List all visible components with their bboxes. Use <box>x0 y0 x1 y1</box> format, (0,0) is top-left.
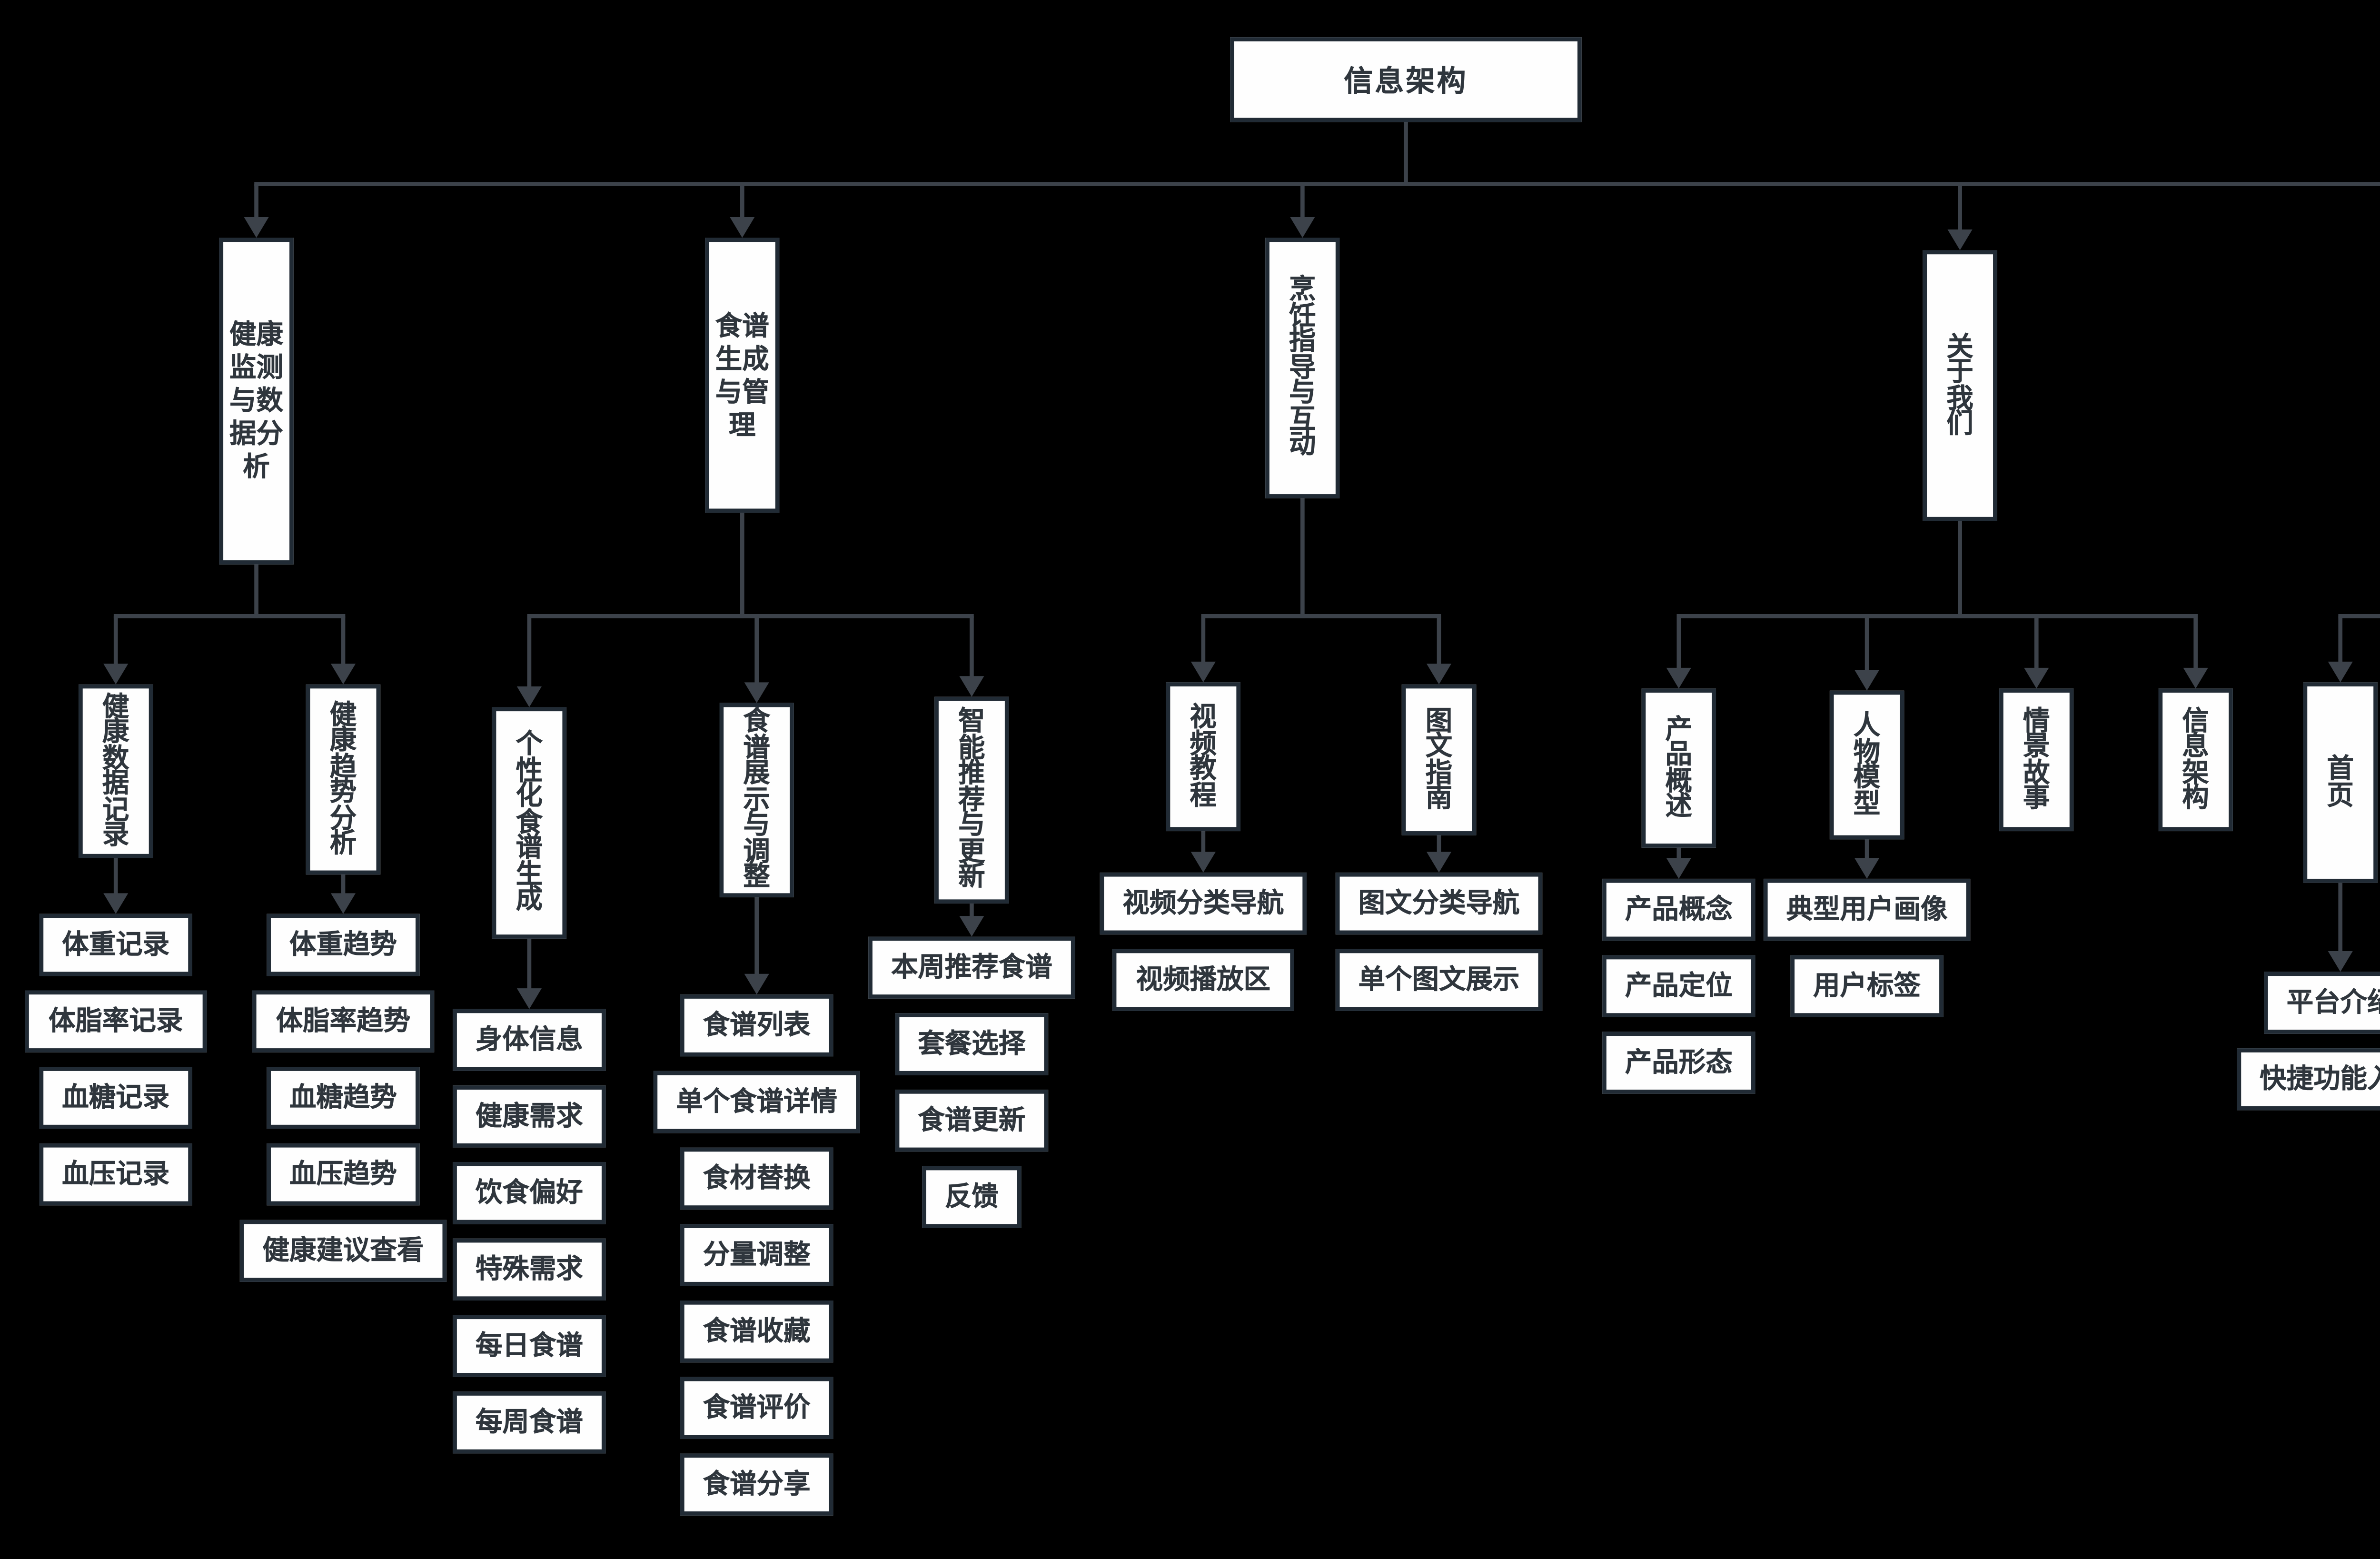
leaf-column: 典型用户画像 用户标签 <box>1702 878 2033 1017</box>
subnode-product-overview: 产品概述 <box>1641 688 1716 848</box>
subnode-health-data-record: 健康数据记录 <box>79 684 153 858</box>
branch-label: 烹饪指导与互动 <box>1289 273 1316 460</box>
subnode-label: 健康趋势分析 <box>329 697 357 858</box>
subnode-label: 健康数据记录 <box>102 689 129 850</box>
leaf-column: 体重趋势 体脂率趋势 血糖趋势 血压趋势 健康建议查看 <box>178 914 509 1282</box>
subnode-label: 视频教程 <box>1190 701 1217 810</box>
subnode-label: 食谱展示与调整 <box>743 705 770 892</box>
leaf-node: 体脂率记录 <box>26 990 206 1053</box>
leaf-node: 体重记录 <box>39 914 192 976</box>
leaf-node: 反馈 <box>922 1166 1021 1228</box>
leaf-node: 血压趋势 <box>267 1143 420 1206</box>
leaf-node: 体重趋势 <box>267 914 420 976</box>
leaf-node: 视频播放区 <box>1113 949 1293 1011</box>
leaf-node: 典型用户画像 <box>1763 878 1971 941</box>
leaf-node: 单个食谱详情 <box>653 1071 860 1133</box>
subnode-scenario-story: 情景故事 <box>1999 688 2074 832</box>
leaf-node: 产品定位 <box>1602 955 1755 1017</box>
subnode-label: 个性化食谱生成 <box>516 728 543 914</box>
leaf-column: 视频分类导航 视频播放区 <box>1038 872 1368 1011</box>
branch-recipe-generation-management: 食谱生成与管理 <box>705 238 780 513</box>
leaf-column: 食谱列表 单个食谱详情 食材替换 分量调整 食谱收藏 食谱评价 食谱分享 <box>591 994 922 1516</box>
subnode-recipe-display-adjustment: 食谱展示与调整 <box>719 703 794 898</box>
subnode-label: 智能推荐与更新 <box>958 705 985 892</box>
branch-about-us: 关于我们 <box>1923 250 1997 521</box>
leaf-node: 饮食偏好 <box>453 1162 606 1224</box>
subnode-information-architecture: 信息架构 <box>2158 688 2233 832</box>
leaf-node: 食谱评价 <box>680 1377 833 1440</box>
leaf-node: 食谱分享 <box>680 1453 833 1516</box>
subnode-persona-model: 人物模型 <box>1829 690 1904 840</box>
leaf-node: 产品概念 <box>1602 878 1755 941</box>
leaf-node: 快捷功能入口 <box>2237 1048 2380 1111</box>
subnode-label: 情景故事 <box>2023 704 2050 813</box>
subnode-image-text-guide: 图文指南 <box>1401 684 1477 835</box>
leaf-node: 血糖趋势 <box>267 1067 420 1129</box>
subnode-video-tutorial: 视频教程 <box>1166 682 1241 832</box>
leaf-column: 体重记录 体脂率记录 血糖记录 血压记录 <box>0 914 281 1206</box>
leaf-node: 食谱列表 <box>680 994 833 1057</box>
leaf-node: 健康需求 <box>453 1085 606 1148</box>
leaf-column: 本周推荐食谱 套餐选择 食谱更新 反馈 <box>806 936 1137 1228</box>
subnode-label: 图文指南 <box>1425 704 1453 813</box>
leaf-column: 产品概念 产品定位 产品形态 <box>1513 878 1844 1094</box>
leaf-node: 食谱更新 <box>895 1089 1049 1152</box>
leaf-node: 平台介绍 <box>2263 972 2380 1034</box>
subnode-label: 首页 <box>2327 752 2354 810</box>
subnode-personalized-recipe-generation: 个性化食谱生成 <box>492 707 567 939</box>
leaf-node: 血压记录 <box>39 1143 192 1206</box>
leaf-node: 视频分类导航 <box>1100 872 1307 935</box>
branch-label: 食谱生成与管理 <box>715 309 769 439</box>
leaf-node: 健康建议查看 <box>239 1220 447 1282</box>
leaf-node: 单个图文展示 <box>1335 949 1543 1011</box>
subnode-health-trend-analysis: 健康趋势分析 <box>306 684 381 875</box>
subnode-label: 人物模型 <box>1853 709 1881 818</box>
leaf-column: 平台介绍 快捷功能入口 <box>2175 972 2380 1111</box>
subnode-smart-recommendation-update: 智能推荐与更新 <box>934 696 1009 904</box>
subnode-label: 信息架构 <box>2182 704 2209 813</box>
leaf-column: 身体信息 健康需求 饮食偏好 特殊需求 每日食谱 每周食谱 <box>364 1009 694 1454</box>
leaf-node: 特殊需求 <box>453 1238 606 1301</box>
leaf-node: 图文分类导航 <box>1335 872 1543 935</box>
branch-label: 健康监测与数据分析 <box>229 318 284 482</box>
leaf-node: 每日食谱 <box>453 1315 606 1377</box>
branch-label: 关于我们 <box>1946 329 1973 438</box>
leaf-node: 用户标签 <box>1790 955 1944 1017</box>
node-information-architecture: 信息架构 <box>1230 37 1582 122</box>
leaf-node: 分量调整 <box>680 1224 833 1286</box>
branch-health-monitoring-analysis: 健康监测与数据分析 <box>219 238 294 565</box>
leaf-node: 身体信息 <box>453 1009 606 1071</box>
leaf-node: 食谱收藏 <box>680 1300 833 1363</box>
branch-cooking-guidance-interaction: 烹饪指导与互动 <box>1265 238 1340 498</box>
leaf-node: 本周推荐食谱 <box>868 936 1075 999</box>
leaf-node: 血糖记录 <box>39 1067 192 1129</box>
leaf-node: 食材替换 <box>680 1147 833 1210</box>
leaf-node: 每周食谱 <box>453 1391 606 1454</box>
subnode-home: 首页 <box>2303 682 2378 883</box>
subnode-label: 产品概述 <box>1665 712 1693 821</box>
leaf-node: 体脂率趋势 <box>253 990 433 1053</box>
leaf-column: 数据展示入口 趋势分析入口 <box>2353 972 2380 1110</box>
leaf-column: 图文分类导航 单个图文展示 <box>1274 872 1605 1011</box>
leaf-node: 产品形态 <box>1602 1032 1755 1094</box>
leaf-node: 套餐选择 <box>895 1013 1049 1075</box>
